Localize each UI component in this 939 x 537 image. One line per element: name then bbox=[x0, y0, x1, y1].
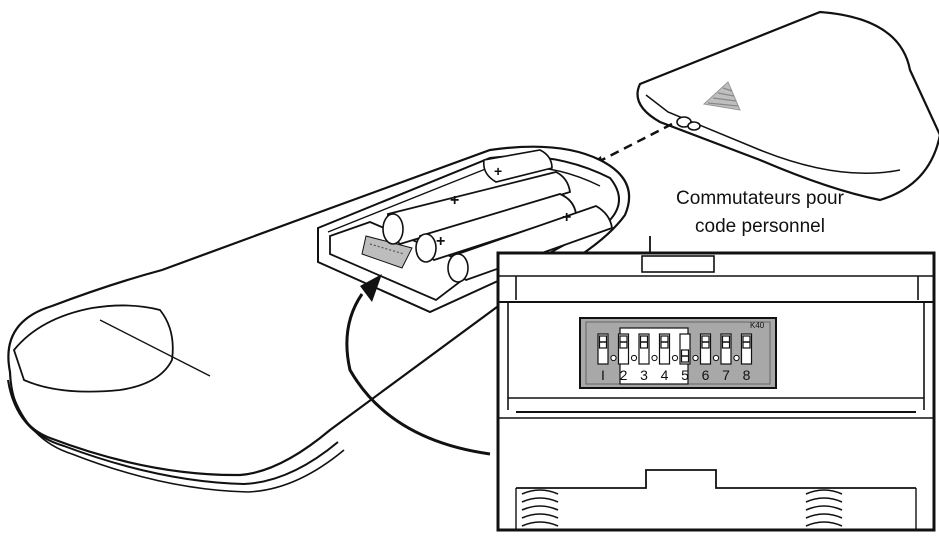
dip-switch-label: 8 bbox=[743, 367, 751, 383]
dip-switch-label: 6 bbox=[702, 367, 710, 383]
dip-switch-label: I bbox=[601, 367, 605, 383]
svg-text:+: + bbox=[450, 192, 459, 209]
dip-switch-separator-dot bbox=[652, 355, 657, 360]
switch-model-label: K40 bbox=[750, 321, 765, 330]
dip-switch-separator-dot bbox=[713, 355, 718, 360]
svg-text:+: + bbox=[562, 209, 571, 226]
dip-switch-label: 4 bbox=[661, 367, 669, 383]
callout-line-2: code personnel bbox=[695, 216, 825, 237]
dip-switch-label: 3 bbox=[640, 367, 648, 383]
dip-switch-separator-dot bbox=[672, 355, 677, 360]
dip-switch-separator-dot bbox=[611, 355, 616, 360]
callout-line-1: Commutateurs pour bbox=[676, 188, 845, 209]
dip-switch-label: 7 bbox=[722, 367, 730, 383]
zoom-detail-panel bbox=[498, 253, 934, 530]
dip-switch-separator-dot bbox=[693, 355, 698, 360]
dip-switch-separator-dot bbox=[734, 355, 739, 360]
dip-switch-separator-dot bbox=[631, 355, 636, 360]
dip-switch-label: 2 bbox=[620, 367, 628, 383]
svg-text:+: + bbox=[436, 233, 445, 250]
dip-switch-label: 5 bbox=[681, 367, 689, 383]
svg-text:+: + bbox=[494, 163, 502, 179]
battery-cover bbox=[638, 12, 939, 200]
